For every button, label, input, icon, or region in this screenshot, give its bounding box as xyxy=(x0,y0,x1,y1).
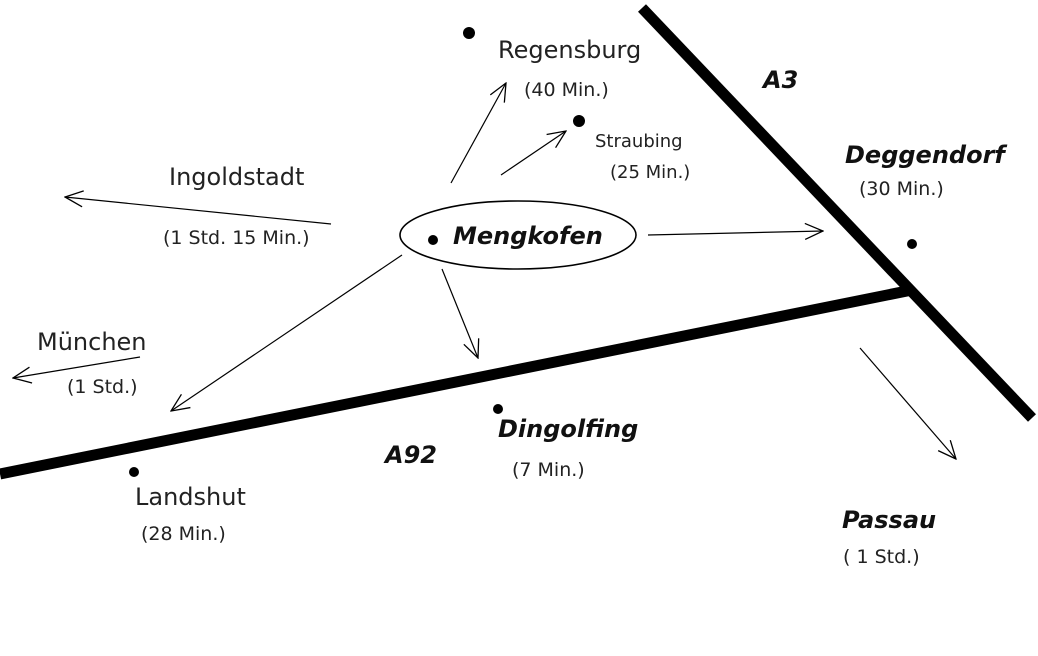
deggendorf-dot xyxy=(907,239,917,249)
arrow-to-landshut xyxy=(171,254,403,411)
a92-label: A92 xyxy=(385,441,437,469)
landshut-label: Landshut xyxy=(135,483,246,511)
a3-motorway-line xyxy=(638,4,1036,422)
regensburg-label: Regensburg xyxy=(498,36,642,64)
regensburg-time: (40 Min.) xyxy=(524,79,609,101)
arrow-to-deggendorf xyxy=(647,231,823,235)
landshut-dot xyxy=(129,467,139,477)
ingolstadt-time: (1 Std. 15 Min.) xyxy=(163,227,310,249)
arrow-to-regensburg xyxy=(450,83,506,184)
passau-time: ( 1 Std.) xyxy=(843,546,920,568)
dingolfing-dot xyxy=(493,404,503,414)
mengkofen-label: Mengkofen xyxy=(453,222,603,250)
mengkofen-ellipse xyxy=(399,200,637,270)
a3-label: A3 xyxy=(763,66,799,94)
muenchen-time: (1 Std.) xyxy=(67,376,138,398)
ingolstadt-label: Ingoldstadt xyxy=(169,163,305,191)
straubing-dot xyxy=(573,115,585,127)
muenchen-label: München xyxy=(37,328,147,356)
arrow-to-dingolfing xyxy=(441,268,478,358)
deggendorf-label: Deggendorf xyxy=(845,141,1005,169)
a92-motorway-line xyxy=(0,284,914,480)
straubing-label: Straubing xyxy=(595,131,683,152)
dingolfing-time: (7 Min.) xyxy=(512,459,585,481)
mengkofen-dot xyxy=(428,235,438,245)
arrow-to-straubing xyxy=(500,131,566,176)
arrow-to-ingolstadt xyxy=(65,197,332,225)
regensburg-dot xyxy=(463,27,475,39)
deggendorf-time: (30 Min.) xyxy=(859,178,944,200)
dingolfing-label: Dingolfing xyxy=(498,415,639,443)
landshut-time: (28 Min.) xyxy=(141,523,226,545)
passau-label: Passau xyxy=(842,506,937,534)
straubing-time: (25 Min.) xyxy=(610,162,691,183)
arrow-to-passau xyxy=(859,347,956,459)
arrow-to-muenchen xyxy=(13,356,141,378)
